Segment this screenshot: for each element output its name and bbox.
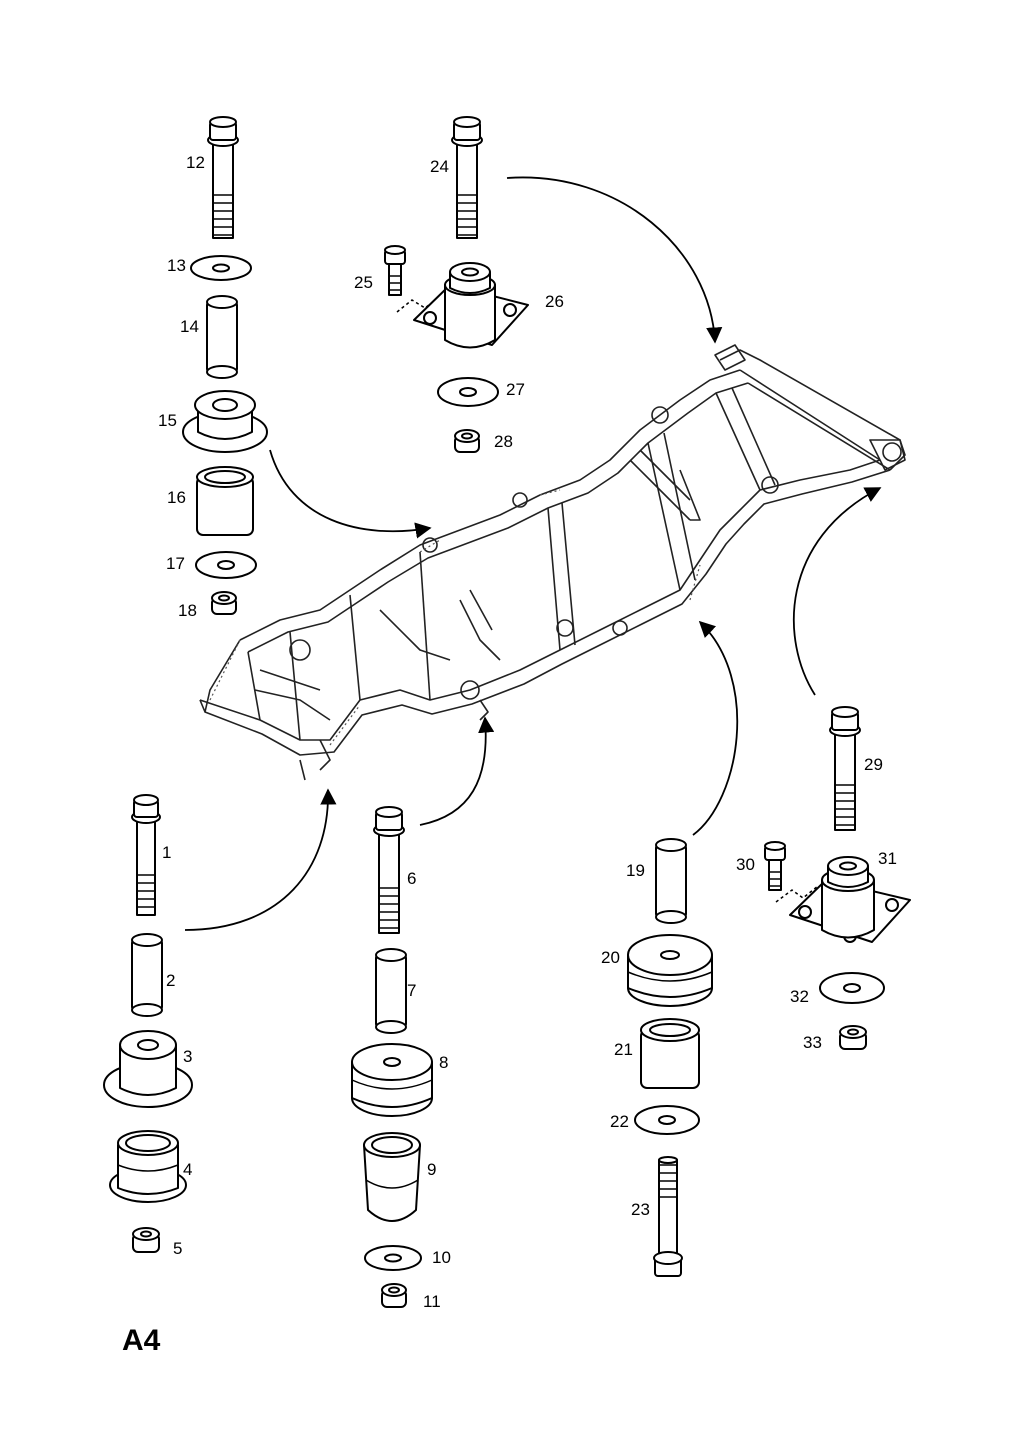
part-31-mount [789, 856, 911, 943]
part-27-washer [437, 377, 499, 407]
callout-17: 17 [166, 554, 185, 573]
part-5-nut [132, 1227, 160, 1253]
part-19-sleeve [655, 838, 687, 924]
callout-3: 3 [183, 1047, 192, 1066]
part-29-bolt [829, 706, 861, 831]
part-9-bushing [363, 1132, 421, 1222]
callout-4: 4 [183, 1160, 192, 1179]
chassis-frame [199, 344, 906, 781]
callout-24: 24 [430, 157, 449, 176]
part-21-spacer [640, 1018, 700, 1089]
callout-5: 5 [173, 1239, 182, 1258]
callout-2: 2 [166, 971, 175, 990]
callout-21: 21 [614, 1040, 633, 1059]
part-6-bolt [373, 806, 405, 934]
part-8-bushing [351, 1043, 433, 1117]
callout-16: 16 [167, 488, 186, 507]
part-2-sleeve [131, 933, 163, 1017]
part-1-bolt [131, 794, 161, 916]
part-17-washer [195, 551, 257, 579]
callout-32: 32 [790, 987, 809, 1006]
callout-11: 11 [423, 1292, 441, 1311]
callout-27: 27 [506, 380, 525, 399]
callout-22: 22 [610, 1112, 629, 1131]
part-28-nut [454, 429, 480, 453]
callout-29: 29 [864, 755, 883, 774]
callout-labels: 1 2 3 4 5 6 7 8 9 10 11 12 13 14 15 16 1… [122, 153, 897, 1357]
callout-26: 26 [545, 292, 564, 311]
callout-1: 1 [162, 843, 171, 862]
callout-9: 9 [427, 1160, 436, 1179]
part-24-bolt [451, 116, 483, 239]
callout-14: 14 [180, 317, 199, 336]
callout-33: 33 [803, 1033, 822, 1052]
callout-8: 8 [439, 1053, 448, 1072]
part-33-nut [839, 1025, 867, 1050]
part-15-bushing [182, 390, 268, 453]
callout-25: 25 [354, 273, 373, 292]
part-18-nut [211, 591, 237, 615]
callout-15: 15 [158, 411, 177, 430]
connector-arrows [184, 176, 882, 931]
callout-19: 19 [626, 861, 645, 880]
part-7-sleeve [375, 948, 407, 1034]
part-11-nut [381, 1283, 407, 1308]
callout-6: 6 [407, 869, 416, 888]
callout-20: 20 [601, 948, 620, 967]
part-26-mount [413, 262, 529, 349]
part-10-washer [364, 1245, 422, 1271]
callout-12: 12 [186, 153, 205, 172]
part-3-bushing [103, 1030, 193, 1108]
callout-18: 18 [178, 601, 197, 620]
part-25-bolt [384, 245, 441, 313]
callout-23: 23 [631, 1200, 650, 1219]
part-13-washer [190, 255, 252, 281]
callout-10: 10 [432, 1248, 451, 1267]
page-code: A4 [122, 1324, 161, 1357]
part-4-bushing [109, 1130, 187, 1203]
callout-28: 28 [494, 432, 513, 451]
callout-31: 31 [878, 849, 897, 868]
part-30-bolt [764, 841, 819, 903]
part-12-bolt [207, 116, 239, 239]
callout-30: 30 [736, 855, 755, 874]
part-22-washer [634, 1105, 700, 1135]
callout-7: 7 [407, 981, 416, 1000]
part-14-sleeve [206, 295, 238, 379]
part-23-bolt [653, 1156, 683, 1277]
callout-13: 13 [167, 256, 186, 275]
part-20-bushing [627, 934, 713, 1007]
part-16-spacer [196, 466, 254, 536]
part-32-washer [819, 972, 885, 1004]
